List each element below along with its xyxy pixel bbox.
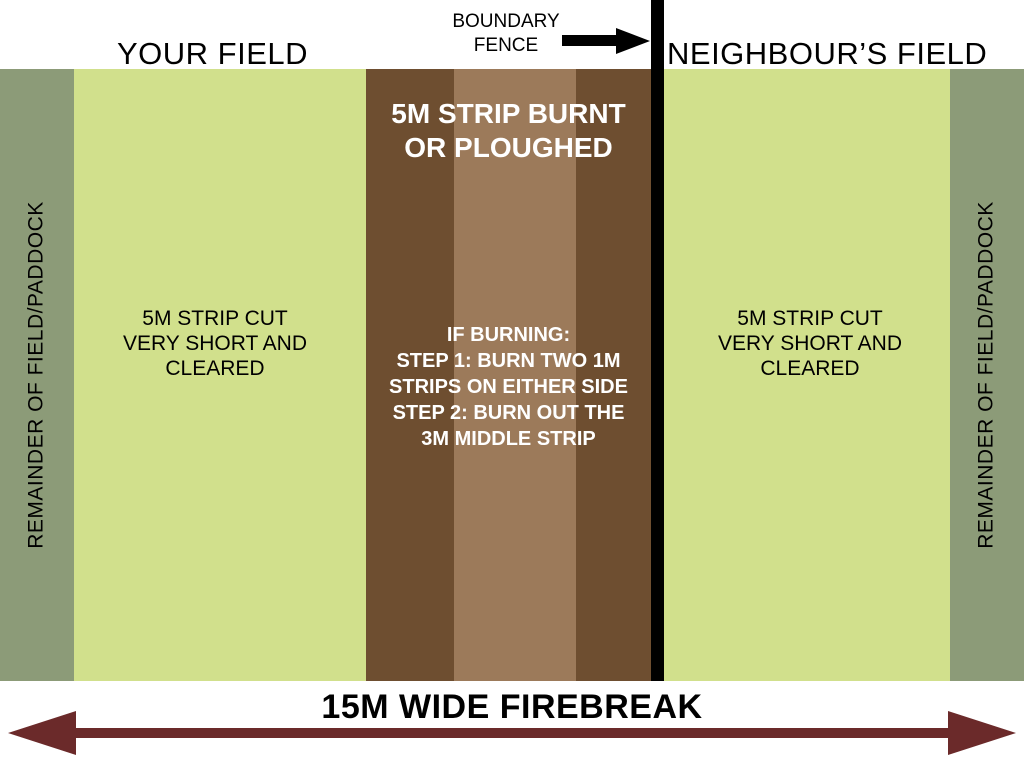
burnt-title-line-1: 5M STRIP BURNT bbox=[391, 98, 626, 129]
left-paddock-label-text: REMAINDER OF FIELD/PADDOCK bbox=[25, 201, 49, 549]
burning-step-line-2: STEP 1: BURN TWO 1M bbox=[396, 350, 621, 372]
right-cut-strip-label: 5M STRIP CUT VERY SHORT AND CLEARED bbox=[664, 306, 956, 381]
firebreak-width-title: 15M WIDE FIREBREAK bbox=[321, 688, 703, 726]
boundary-fence-line bbox=[651, 0, 664, 681]
burning-step-line-5: 3M MIDDLE STRIP bbox=[421, 428, 596, 450]
left-paddock-strip bbox=[0, 69, 74, 681]
left-cut-line-1: 5M STRIP CUT bbox=[142, 307, 288, 330]
right-paddock-label-text: REMAINDER OF FIELD/PADDOCK bbox=[975, 201, 999, 549]
burnt-strip-middle bbox=[454, 69, 576, 681]
left-cut-line-2: VERY SHORT AND bbox=[122, 332, 308, 355]
burnt-strip-title: 5M STRIP BURNT OR PLOUGHED bbox=[366, 97, 651, 165]
right-cut-line-2: VERY SHORT AND bbox=[717, 332, 903, 355]
right-paddock-strip bbox=[950, 69, 1024, 681]
fence-pointer-arrow-icon bbox=[562, 28, 650, 54]
right-cut-line-3: CLEARED bbox=[760, 357, 860, 380]
burnt-strip-outer-left bbox=[366, 69, 454, 681]
burning-step-line-4: STEP 2: BURN OUT THE bbox=[392, 402, 625, 424]
burnt-strip-outer-right bbox=[576, 69, 651, 681]
left-cut-strip-label: 5M STRIP CUT VERY SHORT AND CLEARED bbox=[74, 306, 356, 381]
left-paddock-label: REMAINDER OF FIELD/PADDOCK bbox=[0, 69, 74, 681]
burning-steps: IF BURNING: STEP 1: BURN TWO 1M STRIPS O… bbox=[366, 322, 651, 452]
right-paddock-label: REMAINDER OF FIELD/PADDOCK bbox=[950, 69, 1024, 681]
your-field-title: YOUR FIELD bbox=[117, 36, 309, 71]
right-cleared-strip bbox=[664, 69, 950, 681]
burning-step-line-3: STRIPS ON EITHER SIDE bbox=[389, 376, 628, 398]
burning-step-line-1: IF BURNING: bbox=[446, 324, 571, 346]
boundary-fence-label-line-2: FENCE bbox=[473, 35, 539, 56]
boundary-fence-label-line-1: BOUNDARY bbox=[452, 11, 560, 32]
firebreak-width-double-arrow-icon bbox=[8, 711, 1016, 755]
left-cleared-strip bbox=[74, 69, 366, 681]
boundary-fence-label: BOUNDARY FENCE bbox=[436, 10, 576, 58]
neighbours-field-title: NEIGHBOUR’S FIELD bbox=[667, 36, 988, 71]
burnt-title-line-2: OR PLOUGHED bbox=[404, 132, 613, 163]
left-cut-line-3: CLEARED bbox=[165, 357, 265, 380]
right-cut-line-1: 5M STRIP CUT bbox=[737, 307, 883, 330]
